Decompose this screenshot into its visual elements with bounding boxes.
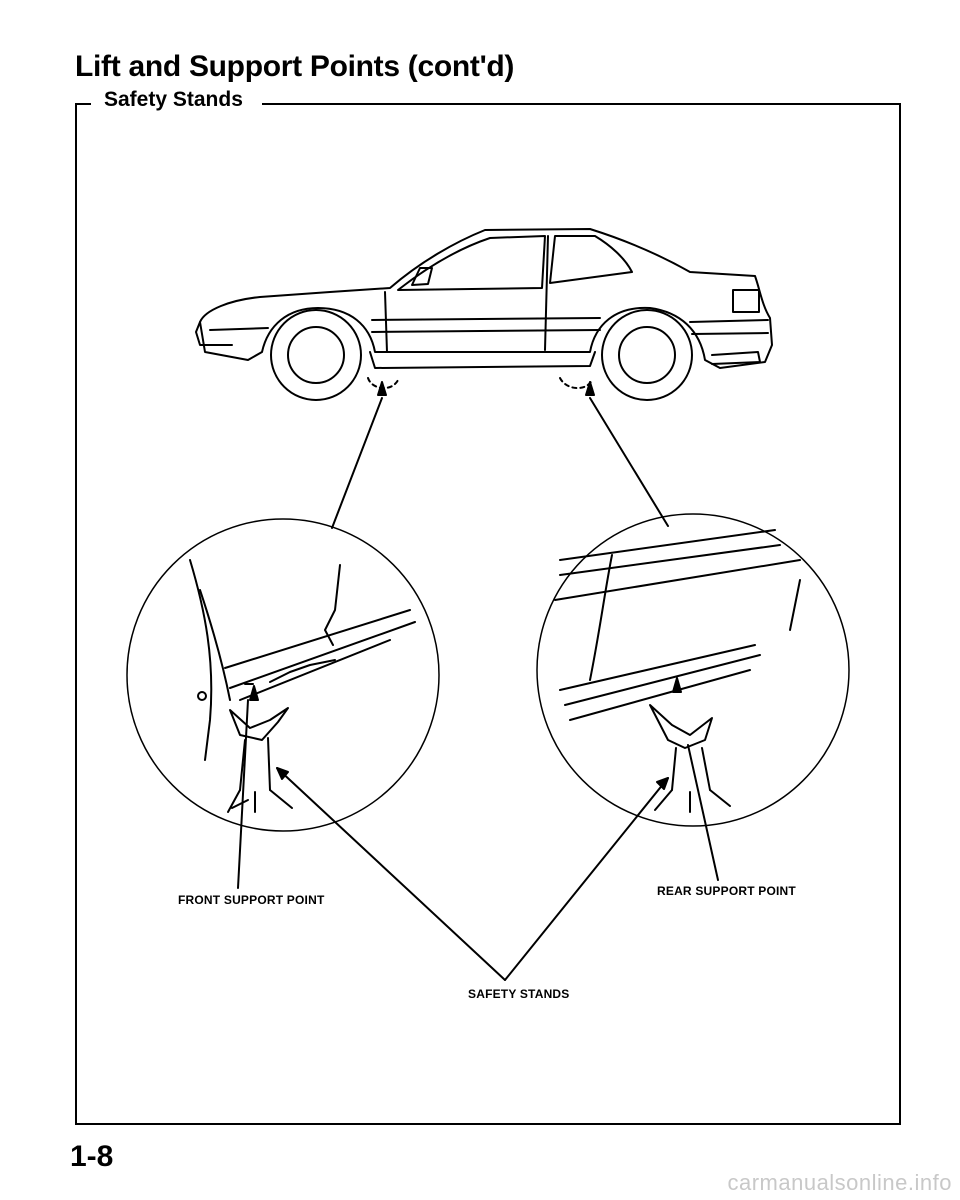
rear-detail-drawing (536, 513, 850, 827)
front-support-point-label: FRONT SUPPORT POINT (178, 893, 325, 907)
page-number: 1-8 (70, 1140, 114, 1173)
frame-top-right-edge (262, 103, 901, 105)
page-title: Lift and Support Points (cont'd) (75, 50, 515, 83)
rear-support-leader (687, 744, 719, 881)
car-side-view-drawing (195, 228, 773, 401)
frame-top-left-edge (75, 103, 91, 105)
section-frame (75, 103, 901, 1125)
section-title: Safety Stands (100, 88, 249, 112)
front-support-leader (237, 699, 249, 889)
rear-support-point-label: REAR SUPPORT POINT (657, 884, 796, 898)
safety-stands-leader-left (276, 767, 506, 981)
watermark: carmanualsonline.info (727, 1170, 952, 1195)
safety-stands-leader-right (504, 777, 669, 981)
front-leader-line (331, 397, 383, 529)
rear-leader-line (589, 397, 669, 527)
safety-stands-label: SAFETY STANDS (468, 987, 570, 1001)
front-detail-drawing (126, 518, 440, 832)
